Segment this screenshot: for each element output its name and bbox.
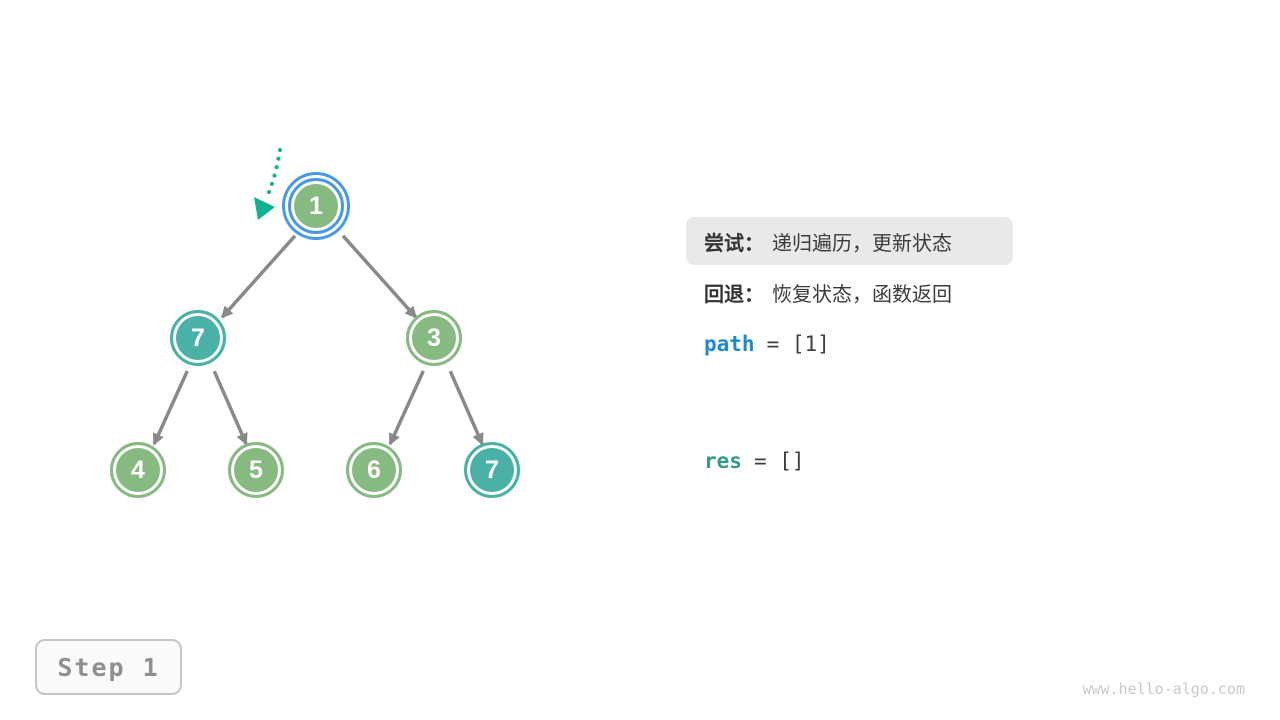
tree-node-label: 7 [191, 323, 205, 352]
back-label: 回退： [704, 283, 764, 306]
res-variable-name: res [704, 449, 742, 473]
tree-node-label: 7 [485, 455, 499, 484]
tree-edge [212, 370, 248, 446]
tree-node-left-left: 4 [110, 442, 166, 498]
tree-node-right-left: 6 [346, 442, 402, 498]
tree-node-right: 3 [406, 310, 462, 366]
tree-node-left: 7 [170, 310, 226, 366]
step-badge: Step 1 [35, 639, 182, 695]
tree-node-root: 1 [288, 178, 344, 234]
current-node-pointer-icon [254, 148, 282, 220]
try-label: 尝试： [704, 232, 764, 255]
try-text: 递归遍历，更新状态 [772, 232, 952, 255]
tree-node-label: 3 [427, 323, 441, 352]
tree-node-label: 6 [367, 455, 381, 484]
tree-edge [220, 234, 297, 319]
tree-node-right-right: 7 [464, 442, 520, 498]
path-variable-value: = [1] [766, 332, 830, 356]
tree-node-label: 5 [249, 455, 263, 484]
tree-node-label: 4 [131, 455, 145, 484]
tree-node-left-right: 5 [228, 442, 284, 498]
res-variable-line: res = [] [704, 447, 805, 475]
tree-edge [448, 370, 484, 446]
path-variable-line: path = [1] [704, 330, 830, 358]
step-badge-label: Step 1 [57, 652, 160, 682]
try-callout: 尝试： 递归遍历，更新状态 [686, 217, 1013, 265]
back-line: 回退： 恢复状态，函数返回 [704, 278, 952, 306]
watermark: www.hello-algo.com [1082, 680, 1245, 698]
back-text: 恢复状态，函数返回 [772, 283, 952, 306]
tree-edge [152, 370, 189, 446]
res-variable-value: = [] [753, 449, 805, 473]
tree-edge [388, 370, 425, 446]
tree-edge [341, 234, 418, 319]
tree-node-label: 1 [309, 191, 323, 220]
path-variable-name: path [704, 332, 755, 356]
